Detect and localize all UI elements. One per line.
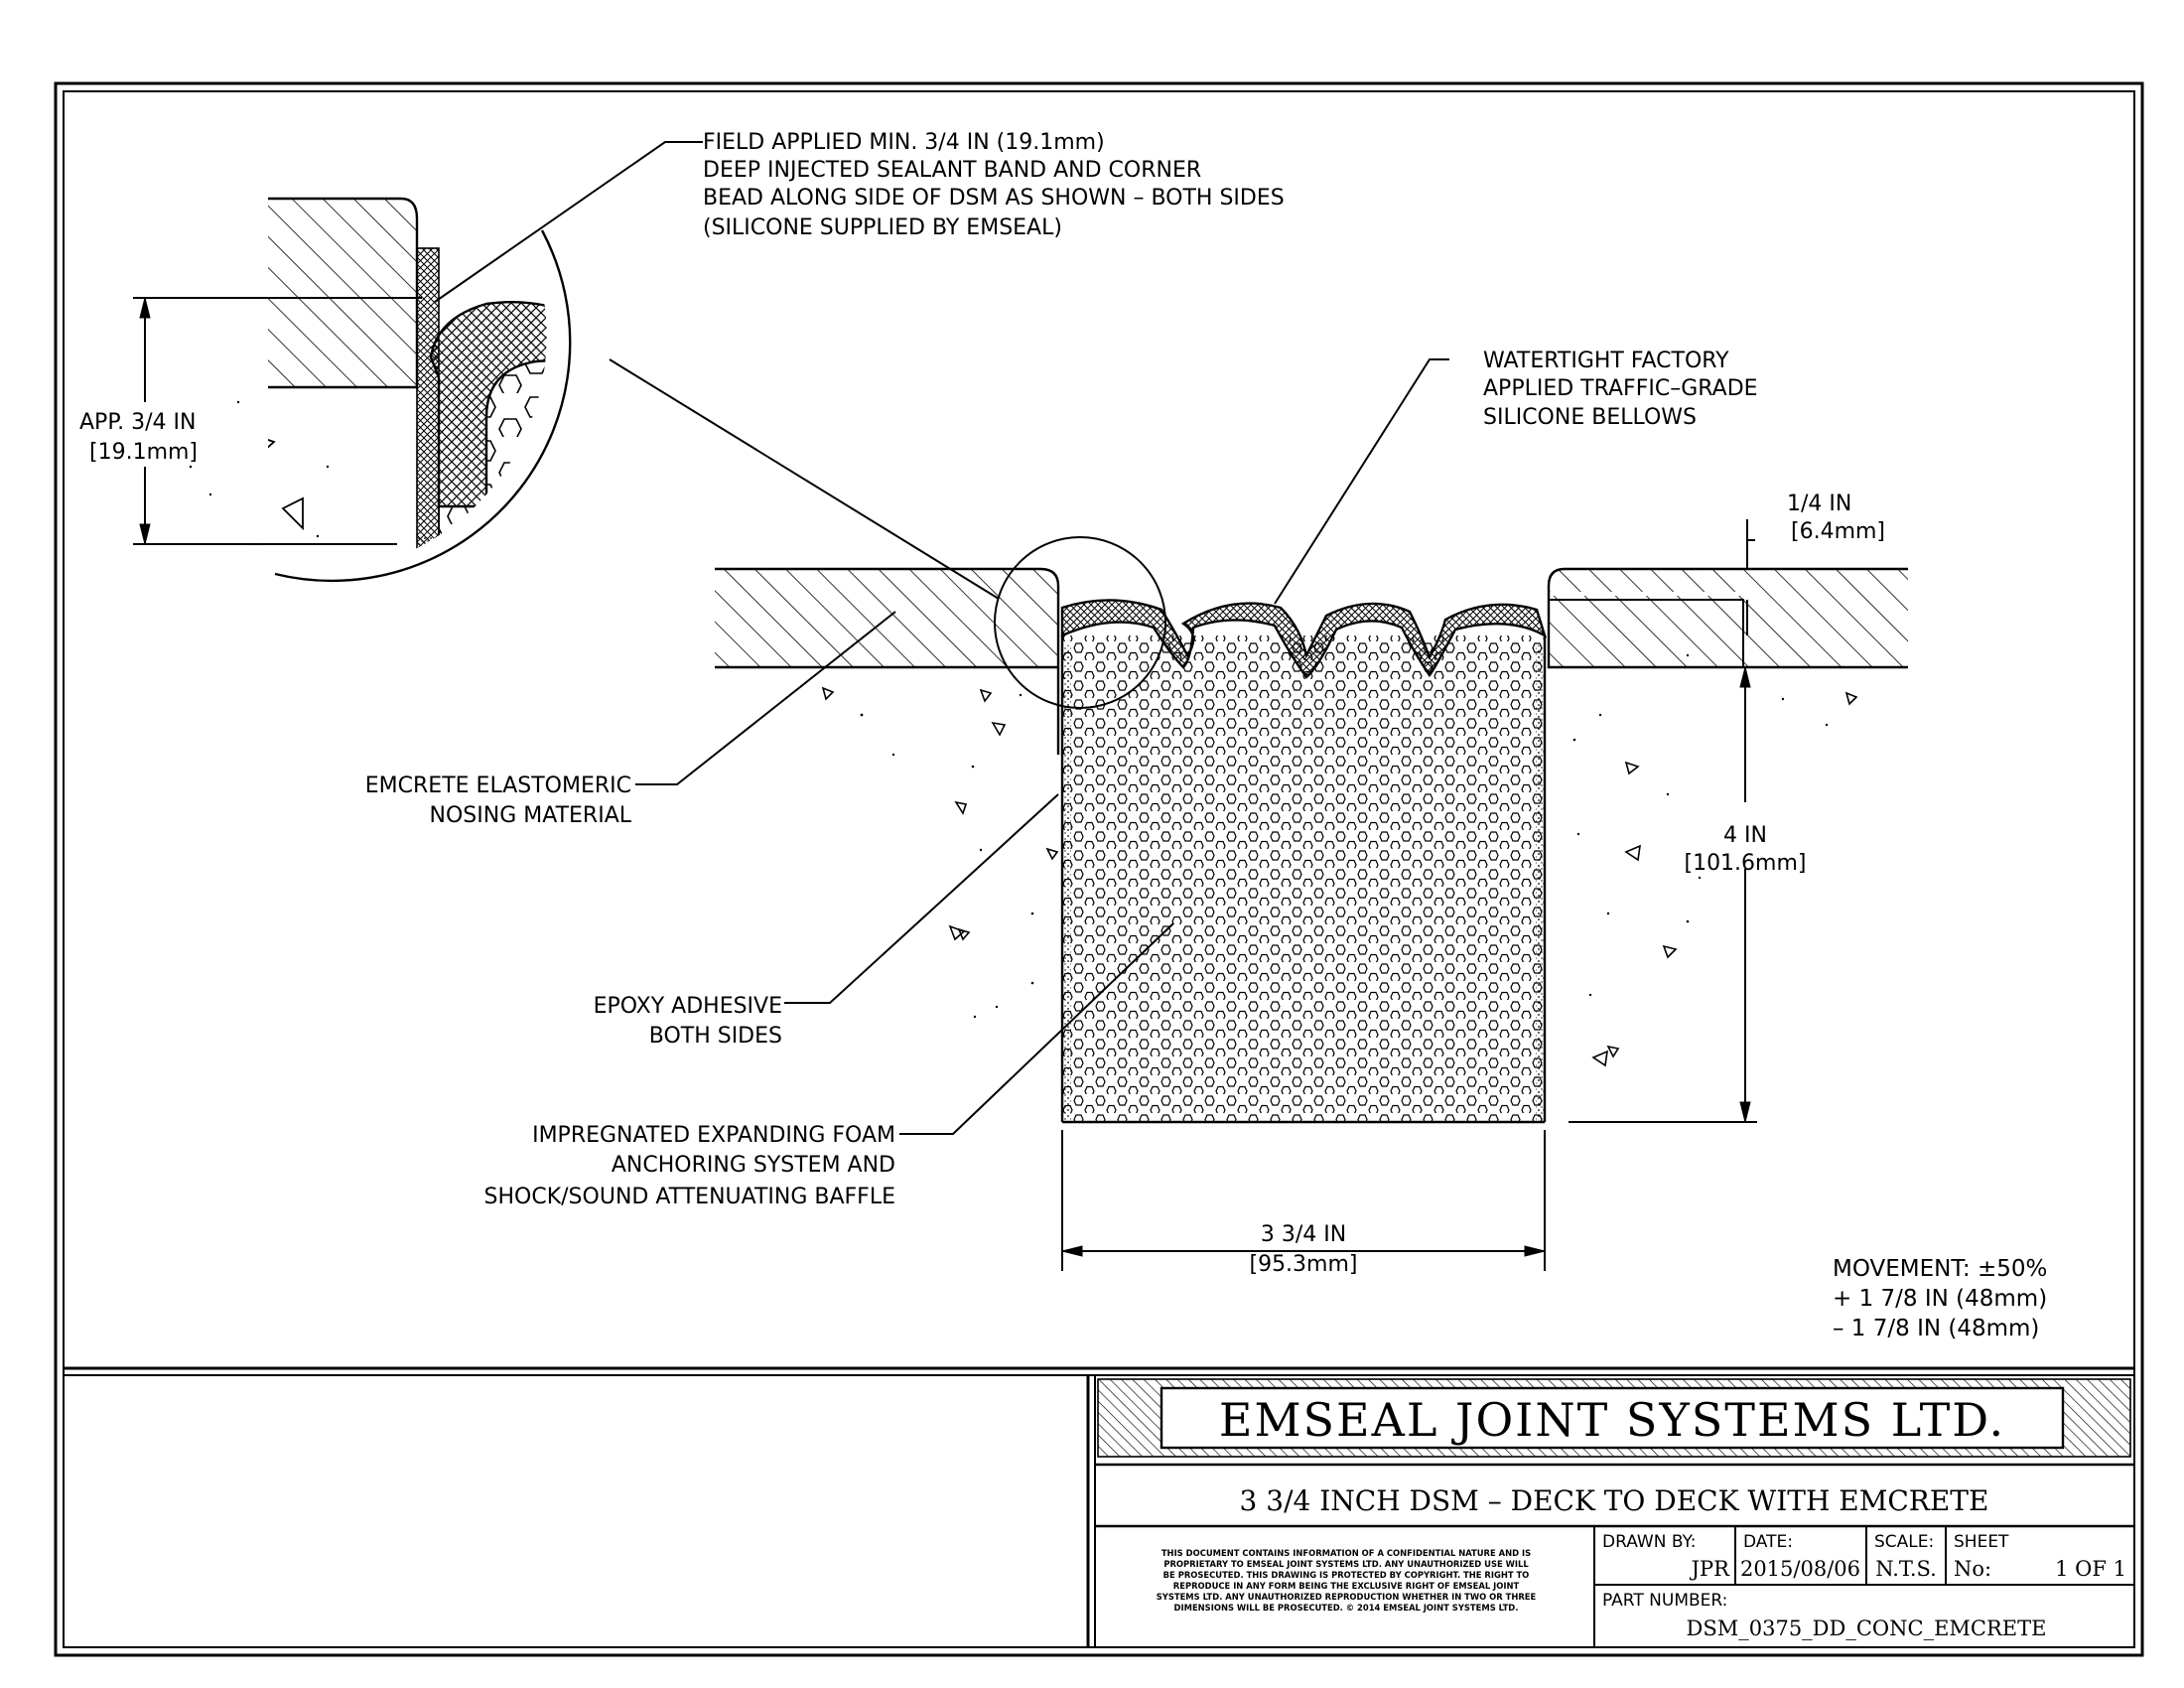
- date-value: 2015/08/06: [1740, 1557, 1860, 1581]
- leader-lines: [434, 141, 1449, 1135]
- silicone-bellows: [1060, 599, 1548, 679]
- drawn-by-value: JPR: [1690, 1557, 1731, 1581]
- callout-field-applied-line: BEAD ALONG SIDE OF DSM AS SHOWN – BOTH S…: [703, 186, 1285, 211]
- callout-emcrete-line: NOSING MATERIAL: [430, 803, 632, 828]
- callout-foam-line: IMPREGNATED EXPANDING FOAM: [532, 1123, 895, 1148]
- recess-label-mm: [6.4mm]: [1791, 519, 1885, 544]
- detail-speckle: [189, 400, 330, 546]
- confidential-notice: THIS DOCUMENT CONTAINS INFORMATION OF A …: [1157, 1548, 1537, 1613]
- detail-boundary-arc: [274, 229, 572, 583]
- confidential-line: SYSTEMS LTD. ANY UNAUTHORIZED REPRODUCTI…: [1157, 1592, 1537, 1602]
- enlarged-detail: [268, 197, 547, 575]
- width-label-mm: [95.3mm]: [1249, 1252, 1357, 1277]
- callout-field-applied: FIELD APPLIED MIN. 3/4 IN (19.1mm) DEEP …: [703, 130, 1285, 240]
- recess-dimension: [1746, 519, 1755, 635]
- callout-field-applied-line: DEEP INJECTED SEALANT BAND AND CORNER: [703, 158, 1201, 183]
- confidential-line: DIMENSIONS WILL BE PROSECUTED. © 2014 EM…: [1174, 1603, 1519, 1613]
- detail-depth-label: APP. 3/4 IN: [79, 410, 197, 435]
- callout-epoxy: EPOXY ADHESIVE BOTH SIDES: [594, 994, 782, 1049]
- drawn-by-label: DRAWN BY:: [1602, 1532, 1696, 1552]
- confidential-line: PROPRIETARY TO EMSEAL JOINT SYSTEMS LTD.…: [1163, 1559, 1529, 1569]
- recess-label: 1/4 IN: [1787, 492, 1851, 516]
- callout-emcrete: EMCRETE ELASTOMERIC NOSING MATERIAL: [365, 774, 632, 828]
- callout-bellows: WATERTIGHT FACTORY APPLIED TRAFFIC–GRADE…: [1483, 349, 1758, 430]
- callout-bellows-line: SILICONE BELLOWS: [1483, 405, 1697, 430]
- depth-dimension: [1569, 666, 1757, 1123]
- callout-bellows-line: WATERTIGHT FACTORY: [1483, 349, 1729, 373]
- confidential-line: THIS DOCUMENT CONTAINS INFORMATION OF A …: [1161, 1548, 1531, 1558]
- sheet-no-label: No:: [1954, 1557, 1991, 1581]
- callout-epoxy-line: EPOXY ADHESIVE: [594, 994, 782, 1019]
- part-number-value: DSM_0375_DD_CONC_EMCRETE: [1687, 1617, 2047, 1640]
- callout-emcrete-line: EMCRETE ELASTOMERIC: [365, 774, 631, 798]
- callout-field-applied-line: FIELD APPLIED MIN. 3/4 IN (19.1mm): [703, 130, 1105, 155]
- movement-line: – 1 7/8 IN (48mm): [1833, 1316, 2039, 1341]
- foam-body: [1060, 635, 1547, 1124]
- movement-line: + 1 7/8 IN (48mm): [1833, 1286, 2047, 1312]
- scale-value: N.T.S.: [1875, 1557, 1937, 1581]
- width-label: 3 3/4 IN: [1261, 1222, 1346, 1247]
- drawing-title: 3 3/4 INCH DSM – DECK TO DECK WITH EMCRE…: [1240, 1484, 1989, 1517]
- scale-label: SCALE:: [1874, 1532, 1934, 1552]
- left-deck-slab: [715, 567, 1060, 755]
- depth-label-mm: [101.6mm]: [1684, 851, 1806, 876]
- callout-field-applied-line: (SILICONE SUPPLIED BY EMSEAL): [703, 215, 1062, 240]
- callout-epoxy-line: BOTH SIDES: [649, 1024, 782, 1049]
- callout-foam-line: ANCHORING SYSTEM AND: [612, 1153, 895, 1178]
- concrete-aggregate: [821, 686, 1858, 1067]
- detail-depth-label-mm: [19.1mm]: [89, 440, 198, 465]
- callout-foam-line: SHOCK/SOUND ATTENUATING BAFFLE: [484, 1185, 895, 1209]
- notes-box: [63, 1374, 1089, 1648]
- company-banner: [1160, 1386, 2065, 1450]
- date-label: DATE:: [1743, 1532, 1793, 1552]
- confidential-line: REPRODUCE IN ANY FORM BEING THE EXCLUSIV…: [1173, 1581, 1520, 1591]
- right-deck-slab: [1547, 567, 1908, 669]
- callout-foam: IMPREGNATED EXPANDING FOAM ANCHORING SYS…: [484, 1123, 895, 1209]
- sheet-value: 1 OF 1: [2055, 1557, 2126, 1581]
- confidential-line: BE PROSECUTED. THIS DRAWING IS PROTECTED…: [1163, 1570, 1530, 1580]
- width-dimension: [1061, 1130, 1546, 1271]
- sheet-label: SHEET: [1954, 1532, 2009, 1552]
- company-name: EMSEAL JOINT SYSTEMS LTD.: [1219, 1393, 2005, 1447]
- movement-note: MOVEMENT: ±50% + 1 7/8 IN (48mm) – 1 7/8…: [1833, 1256, 2047, 1341]
- title-block: EMSEAL JOINT SYSTEMS LTD. 3 3/4 INCH DSM…: [1094, 1374, 2135, 1648]
- detail-depth-dimension: [133, 297, 422, 545]
- part-number-label: PART NUMBER:: [1602, 1591, 1727, 1611]
- callout-bellows-line: APPLIED TRAFFIC–GRADE: [1483, 376, 1758, 401]
- movement-line: MOVEMENT: ±50%: [1833, 1256, 2047, 1282]
- outer-border: [54, 81, 2144, 1657]
- depth-label: 4 IN: [1723, 823, 1767, 848]
- detail-callout-circle: [994, 536, 1166, 709]
- concrete-speckle: [860, 653, 1829, 1019]
